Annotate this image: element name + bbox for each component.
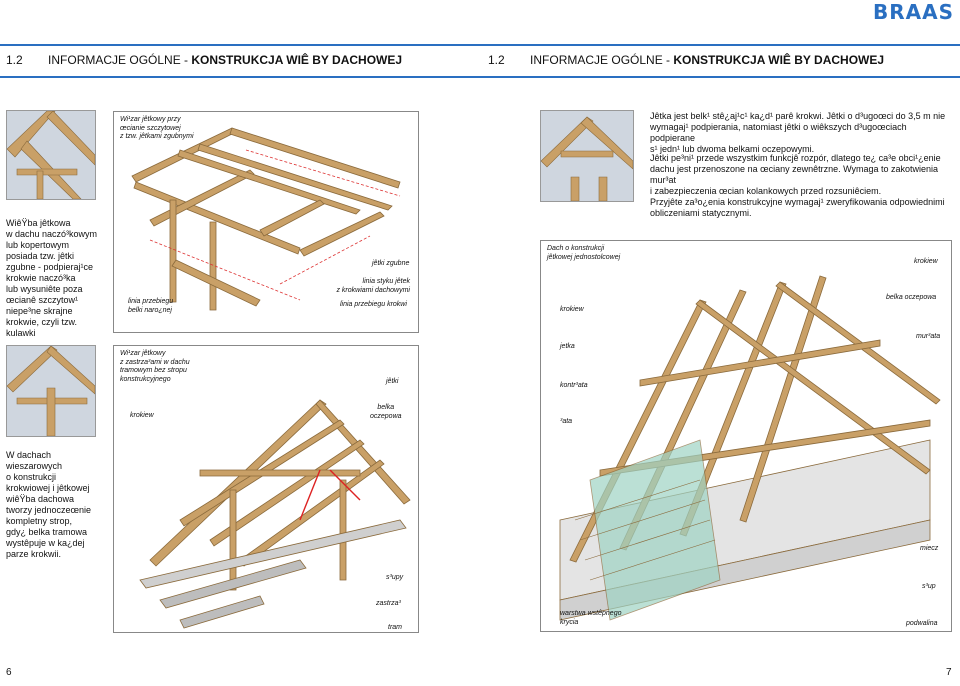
side2-line-6: tworzy jednoczeœnie: [6, 505, 92, 515]
side2-line-5: wiêŸba dachowa: [6, 494, 75, 504]
side1-line-6: krokwie naczó³ka: [6, 273, 76, 283]
label-slupy: s³upy: [386, 574, 404, 581]
label-belka-line-1: belka: [377, 404, 395, 411]
page-number-right: 7: [946, 667, 952, 678]
box2-line-4: konstrukcyjnego: [120, 375, 171, 383]
left-header-num: 1.2: [6, 53, 23, 67]
left-side-paragraph-2: W dachach wieszarowych o konstrukcji kro…: [6, 450, 106, 560]
side2-line-8: gdy¿ belka tramowa: [6, 527, 88, 537]
side2-line-1: W dachach: [6, 450, 52, 460]
side1-line-1: WiêŸba jêtkowa: [6, 218, 71, 228]
side2-line-9: wystêpuje w ka¿dej: [6, 538, 85, 548]
right-paragraph-1: Jêtka jest belk¹ stê¿aj¹c¹ ka¿d¹ parê kr…: [650, 111, 950, 155]
collar-roof-drawing: [559, 275, 941, 621]
side2-line-10: parze krokwii.: [6, 549, 62, 559]
label-belka-line-2: oczepowa: [370, 412, 402, 420]
side2-line-3: o konstrukcji: [6, 472, 57, 482]
label-miecz: miecz: [920, 545, 939, 552]
label-belki-line-2: belki naro¿nej: [128, 306, 172, 314]
braas-logo: BRAAS: [872, 0, 954, 24]
label-jetki-zgubne: jêtki zgubne: [372, 260, 410, 267]
red-indicator-lines: [299, 469, 361, 521]
right-header-num: 1.2: [488, 53, 505, 67]
para2-line-5: obliczeniami statycznymi.: [650, 208, 752, 218]
label-krokiew-top: krokiew: [914, 258, 938, 265]
page-number-left: 6: [6, 667, 12, 678]
side1-line-3: lub kopertowym: [6, 240, 70, 250]
header-rule-top: [0, 44, 960, 46]
label-murlata: mur³ata: [916, 333, 941, 340]
side1-line-2: w dachu naczó³kowym: [6, 229, 98, 239]
label-belki-line-1: linia przebiegu: [128, 298, 174, 305]
left-header-bold: KONSTRUKCJA WIÊ BY DACHOWEJ: [191, 53, 403, 67]
illustration-frame-top: Wi¹zar jêtkowy przy œcianie szczytowej z…: [113, 111, 419, 333]
para2-line-3: i zabezpieczenia œcian kolankowych przed…: [650, 186, 882, 196]
thumb-left-bottom: [6, 345, 96, 437]
side2-line-7: kompletny strop,: [6, 516, 73, 526]
label-belka-oczepowa-right: belka oczepowa: [886, 294, 937, 301]
battens: [574, 479, 716, 581]
right-paragraph-2: Jêtki pe³ni¹ przede wszystkim funkcjê ro…: [650, 153, 950, 219]
dashed-guide-lines: [149, 149, 401, 301]
right-header-bold: KONSTRUKCJA WIÊ BY DACHOWEJ: [673, 53, 885, 67]
rbox-line-1: Dach o konstrukcji: [547, 245, 605, 252]
label-belka-oczepowa-left: belka oczepowa: [370, 404, 402, 421]
illustration-frame-right: Dach o konstrukcji jêtkowej jednostolcow…: [540, 240, 952, 632]
box1-line-2: œcianie szczytowej: [120, 124, 181, 132]
side1-line-5: zgubne - podpieraj¹ce: [6, 262, 94, 272]
right-header: 1.2 INFORMACJE OGÓLNE - KONSTRUKCJA WIÊ …: [488, 53, 884, 67]
label-warstwa: warstwa wstêpnego krycia: [560, 610, 621, 627]
label-belki-naroznej: linia przebiegu belki naro¿nej: [128, 298, 173, 315]
side1-line-10: krokwie, czyli tzw.: [6, 317, 78, 327]
rbox-line-2: jêtkowej jednostolcowej: [547, 253, 621, 261]
side1-line-8: œcianê szczytow¹: [6, 295, 79, 305]
right-header-pre: INFORMACJE OGÓLNE -: [530, 53, 674, 67]
side2-line-4: krokwiowej i jêtkowej: [6, 483, 90, 493]
label-warstwa-line-2: krycia: [560, 618, 579, 626]
side1-line-11: kulawki: [6, 328, 36, 338]
label-jetka: jetka: [560, 343, 575, 350]
illustration-frame-bottom: Wi¹zar jêtkowy z zastrza³ami w dachu tra…: [113, 345, 419, 633]
box1-line-3: z tzw. jêtkami zgubnymi: [120, 133, 194, 140]
side1-line-9: niepe³ne skrajne: [6, 306, 73, 316]
label-lata: ³ata: [560, 418, 573, 425]
label-styk-line-2: z krokwiami dachowymi: [336, 286, 410, 294]
para1-line-1: Jêtka jest belk¹ stê¿aj¹c¹ ka¿d¹ parê kr…: [650, 111, 946, 121]
side1-line-4: posiada tzw. jêtki: [6, 251, 75, 261]
para2-line-4: Przyjête za³o¿enia konstrukcyjne wymagaj…: [650, 197, 945, 207]
left-header-pre: INFORMACJE OGÓLNE -: [48, 53, 192, 67]
label-tram: tram: [388, 624, 402, 631]
para1-line-3: s¹ jedn¹ lub dwoma belkami oczepowymi.: [650, 144, 815, 154]
hip-roof-frame-drawing: [131, 127, 401, 311]
thumb-left-top: [6, 110, 96, 200]
side1-line-7: lub wysuniête poza: [6, 284, 83, 294]
box2-line-1: Wi¹zar jêtkowy: [120, 350, 166, 357]
label-kontrlata: kontr³ata: [560, 382, 588, 389]
para2-line-1: Jêtki pe³ni¹ przede wszystkim funkcjê ro…: [650, 153, 941, 163]
box2-line-3: tramowym bez stropu: [120, 367, 187, 374]
box1-line-1: Wi¹zar jêtkowy przy: [120, 116, 181, 123]
label-krokiew-right: krokiew: [560, 306, 584, 313]
queen-post-truss-drawing: [139, 399, 411, 629]
label-linia-krokwi: linia przebiegu krokwi: [340, 301, 407, 308]
side2-line-2: wieszarowych: [6, 461, 63, 471]
left-header: 1.2 INFORMACJE OGÓLNE - KONSTRUKCJA WIÊ …: [6, 53, 402, 67]
para1-line-2: wymagaj¹ podpierania, natomiast jêtki o …: [650, 122, 907, 143]
label-slup: s³up: [922, 583, 936, 590]
label-podwalina: podwalina: [906, 620, 938, 627]
label-styk-line-1: linia styku jêtek: [362, 278, 410, 285]
box2-line-2: z zastrza³ami w dachu: [120, 358, 190, 366]
label-warstwa-line-1: warstwa wstêpnego: [560, 610, 622, 617]
header-rule-bottom: [0, 76, 960, 78]
thumb-right: [540, 110, 634, 202]
para2-line-2: dachu jest przenoszone na œciany zewnêtr…: [650, 164, 939, 185]
label-krokiew-left: krokiew: [130, 412, 154, 419]
left-side-paragraph-1: WiêŸba jêtkowa w dachu naczó³kowym lub k…: [6, 218, 106, 339]
label-zastrzal: zastrza³: [376, 600, 401, 607]
label-linia-styku: linia styku jêtek z krokwiami dachowymi: [334, 278, 410, 295]
label-jetki: jêtki: [386, 378, 399, 385]
